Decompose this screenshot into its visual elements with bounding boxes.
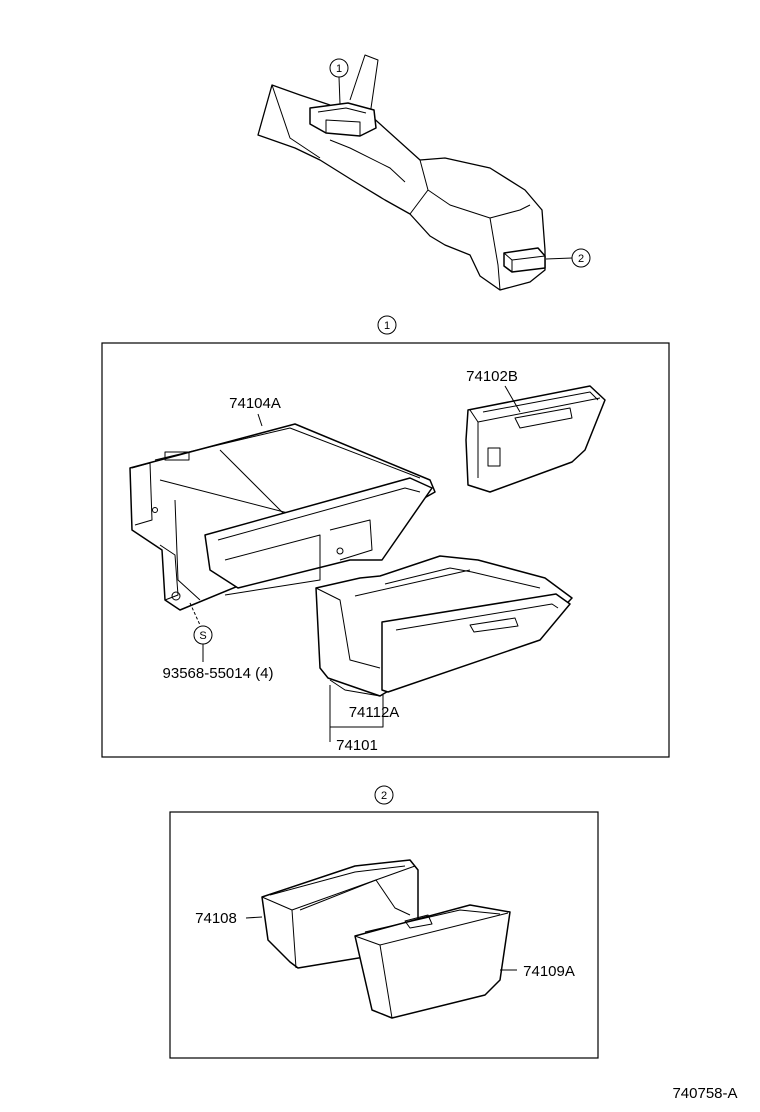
label-74101: 74101 [336,737,378,754]
callout-circle-1-detail [377,315,397,335]
label-74112A: 74112A [349,704,400,721]
label-74108: 74108 [195,910,237,927]
diagram-code: 740758-A [672,1085,737,1102]
detail-frame-2 [169,811,599,1059]
label-74104A: 74104A [229,395,281,412]
part-drawer-74109A [354,904,511,1019]
callout-s: S [199,630,206,642]
callout-1-detail: 1 [384,320,390,332]
label-93568-55014: 93568-55014 (4) [163,665,274,682]
label-74109A: 74109A [523,963,575,980]
part-bracket-74104A [129,423,436,611]
detail-frame-1 [101,342,670,758]
callout-circle-2-detail [374,785,394,805]
label-74102B: 74102B [466,368,518,385]
part-box-74101 [315,555,573,697]
part-tray-74102B [465,385,606,493]
callout-1-overview: 1 [336,63,342,75]
console-overview [257,54,546,291]
callout-2-overview: 2 [578,253,584,265]
callout-2-detail: 2 [381,790,387,802]
